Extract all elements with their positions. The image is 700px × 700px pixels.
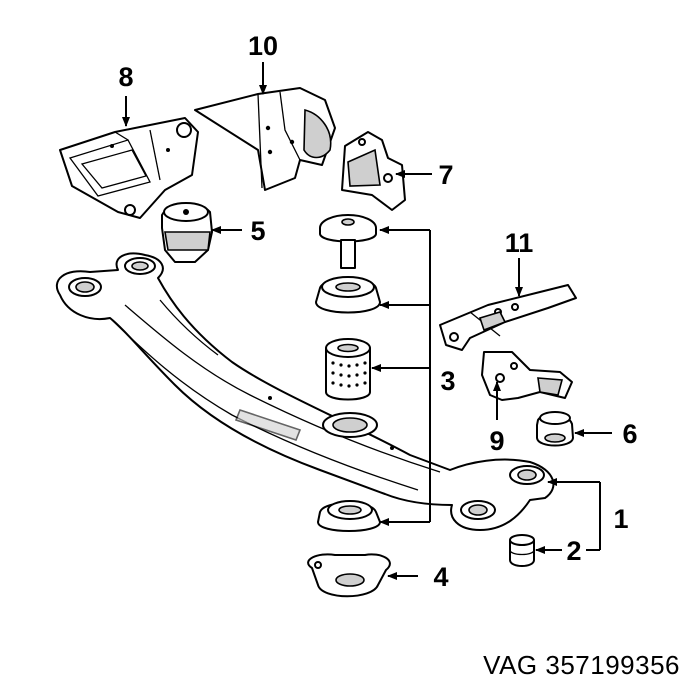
mount-ring-seat [322,412,378,438]
callout-2: 2 [566,536,581,566]
callout-8: 8 [118,62,133,92]
mount-cap-washer [319,214,377,269]
mount-upper-cushion [315,276,381,314]
subframe-crossmember [55,252,555,531]
small-rubber-mount [536,411,574,447]
mount-lower-cup [307,553,391,598]
callout-10: 10 [248,31,278,61]
engine-bracket-left [59,117,199,219]
part-number-label: VAG 357199356 [483,650,680,680]
leader-lines [122,62,612,580]
callout-6: 6 [622,419,637,449]
engine-bracket-top [194,87,336,191]
callout-4: 4 [433,562,448,592]
mount-support-bracket [481,351,573,401]
callout-9: 9 [489,426,504,456]
cylindrical-bushing [509,534,535,567]
callout-7: 7 [438,160,453,190]
mount-lower-bushing [317,500,381,532]
rubber-engine-mount [161,202,213,263]
callout-1: 1 [613,504,628,534]
callout-3: 3 [440,366,455,396]
engine-mount-bracket-right [341,131,406,211]
mount-perforated-sleeve [325,338,371,401]
callout-11: 11 [505,228,534,258]
callout-5: 5 [250,216,265,246]
support-arm-bracket [439,284,577,351]
